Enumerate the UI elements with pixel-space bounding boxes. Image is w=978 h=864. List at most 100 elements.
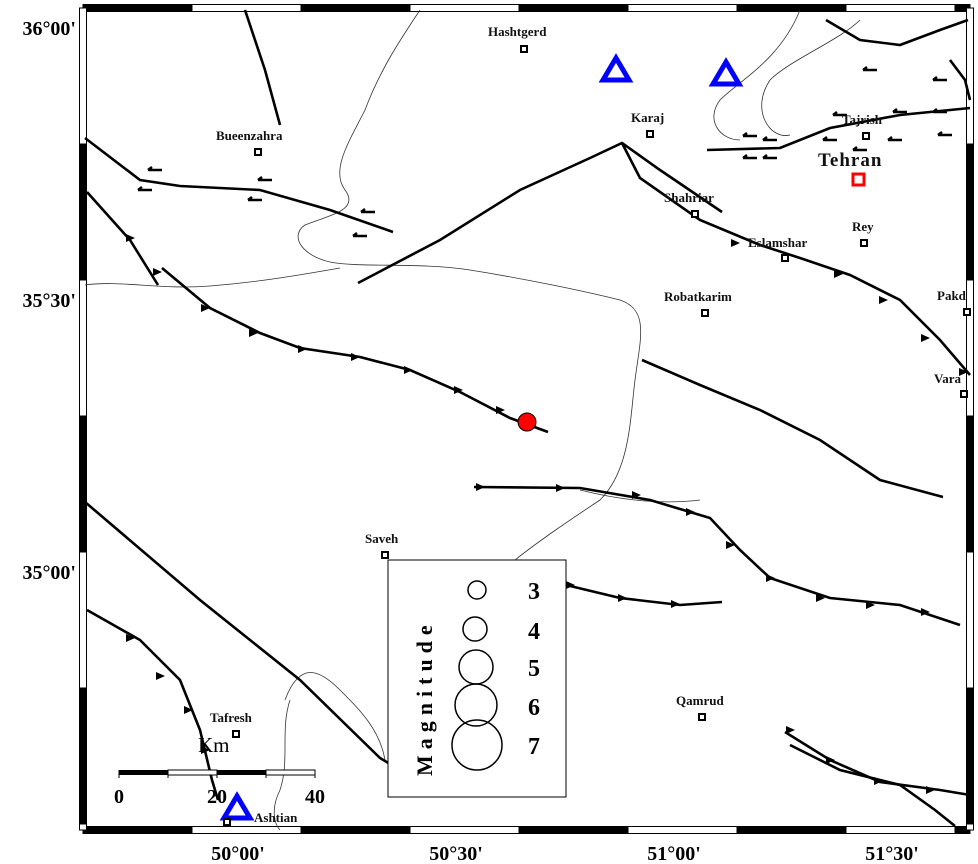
city-marker[interactable] [381,551,389,559]
thrust-tooth [476,483,485,491]
strike-slip-arrow [742,154,757,160]
lat-label-35-00: 35°00' [22,562,76,584]
thrust-tooth [816,594,825,602]
city-marker[interactable] [223,818,231,826]
frame-segment [79,823,87,831]
city-label-tafresh: Tafresh [210,710,253,725]
strike-slip-arrow [742,132,757,138]
thrust-tooth [834,270,843,278]
frame-segment [966,415,974,553]
legend-label-5: 5 [528,656,540,682]
strike-slip-arrow [832,111,847,117]
strike-slip-arrow [852,146,867,152]
scale-label-20: 20 [207,786,227,808]
city-marker[interactable] [232,730,240,738]
frame-segment [79,7,87,145]
thrust-tooth [201,304,210,312]
thrust-tooth [921,608,930,616]
frame-segment [300,4,411,12]
capital-marker[interactable] [851,172,866,187]
thrust-tooth [153,268,162,276]
frame-segment [79,415,87,553]
frame-segment [409,826,520,834]
thrust-tooth [184,706,193,714]
city-label-bueenzahra: Bueenzahra [216,128,283,143]
magnitude-7-circle [451,719,503,771]
frame-segment [966,7,974,145]
city-marker[interactable] [520,45,528,53]
thrust-tooth [874,777,883,785]
epicenter-marker[interactable] [517,412,537,432]
frame-segment [82,4,193,12]
city-marker[interactable] [646,130,654,138]
city-marker[interactable] [698,713,706,721]
station-triangle-icon[interactable] [708,57,744,87]
station-triangle-icon[interactable] [598,53,634,83]
city-marker[interactable] [963,308,971,316]
thrust-tooth [618,594,627,602]
city-label-shahriar: Shahriar [664,190,714,205]
legend-label-7: 7 [528,734,540,760]
thrust-tooth [826,756,835,764]
city-label-pakdasht: Pakd [937,288,967,303]
station-triangle-icon[interactable] [219,791,255,821]
city-marker[interactable] [862,132,870,140]
thrust-tooth [926,786,935,794]
thrust-tooth [731,239,740,247]
frame-segment [736,4,847,12]
thrust-tooth [786,726,795,734]
frame-segment [300,826,411,834]
legend-label-4: 4 [528,619,540,645]
city-markers [223,45,971,826]
thrust-tooth [959,368,968,376]
city-marker[interactable] [254,148,262,156]
magnitude-3-circle [467,580,487,600]
lon-label-51-30: 51°30' [865,843,919,864]
lat-label-36-00: 36°00' [22,18,76,40]
city-label-hashtgerd: Hashtgerd [488,24,547,39]
legend-label-3: 3 [528,579,540,605]
seismic-stations [219,53,744,821]
thrust-tooth [921,334,930,342]
thrust-tooth [201,746,210,754]
city-marker[interactable] [701,309,709,317]
scale-label-0: 0 [114,786,124,808]
lon-label-51-00: 51°00' [647,843,701,864]
strike-slip-arrow [932,76,947,82]
city-label-karaj: Karaj [631,110,664,125]
rivers [84,9,861,831]
strike-slip-arrow [822,136,837,142]
legend-title: Magnitude [412,619,437,776]
frame-segment [79,687,87,825]
strike-slip-arrow [862,66,877,72]
scale-bar: Km 0 20 40 [114,733,325,808]
city-marker[interactable] [960,390,968,398]
thrust-tooth [686,508,695,516]
city-label-saveh: Saveh [365,531,399,546]
city-label-ashtian: Ashtian [254,810,298,825]
thrust-markers [126,66,968,794]
frame-segment [627,826,738,834]
frame-segment [966,823,974,831]
frame-segment [966,687,974,825]
frame-segment [191,826,302,834]
thrust-tooth [766,574,775,582]
frame-segment [736,826,847,834]
thrust-tooth [404,366,413,374]
city-label-rey: Rey [852,219,874,234]
city-marker[interactable] [781,254,789,262]
magnitude-4-circle [462,616,488,642]
frame-segment [845,4,956,12]
city-marker[interactable] [691,210,699,218]
city-marker[interactable] [860,239,868,247]
frame-segment [409,4,520,12]
frame-segment [79,551,87,689]
legend-label-6: 6 [528,695,540,721]
lon-label-50-00: 50°00' [211,843,265,864]
frame-segment [966,551,974,689]
strike-slip-arrow [352,232,367,238]
scale-unit: Km [198,733,230,757]
lon-label-50-30: 50°30' [429,843,483,864]
strike-slip-arrow [257,176,272,182]
